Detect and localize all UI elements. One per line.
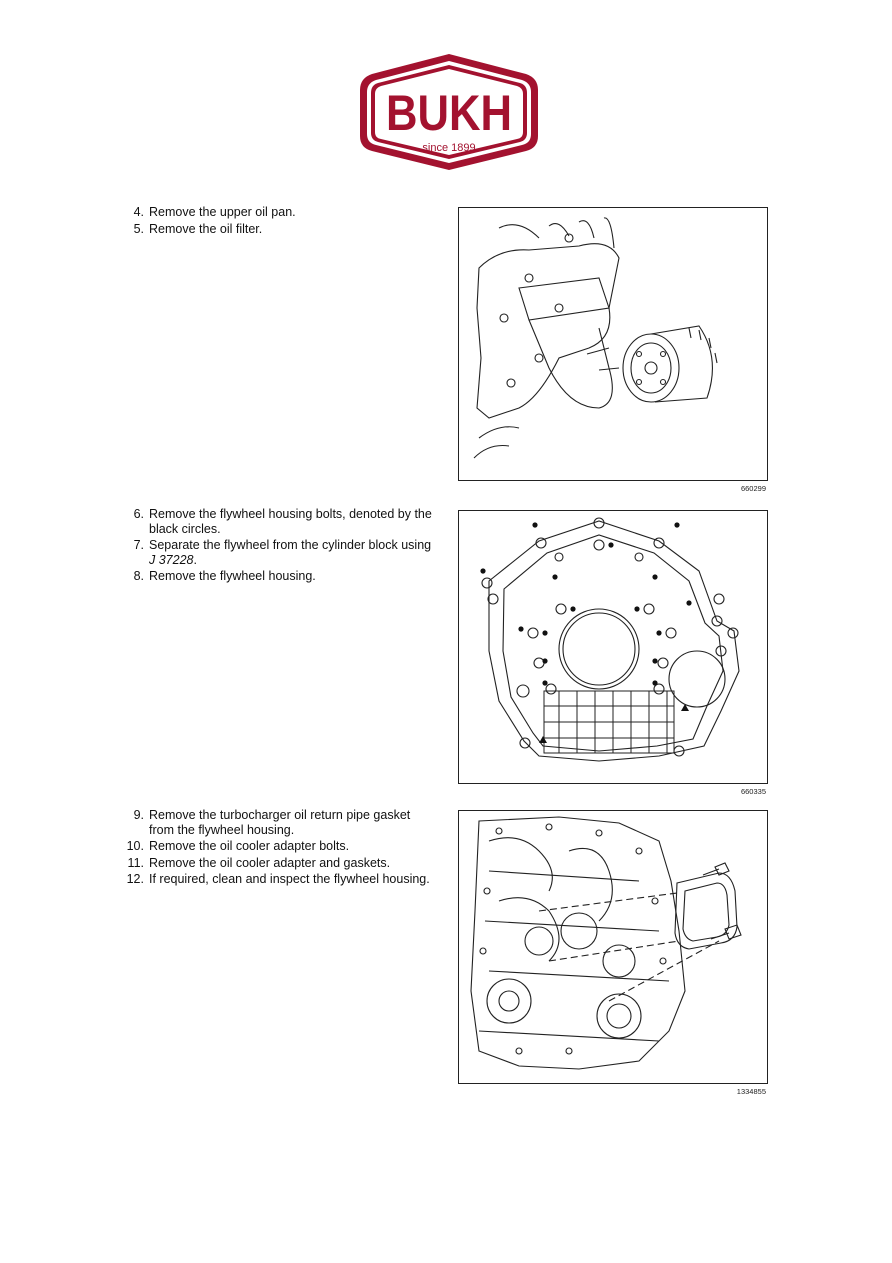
step-item: 7.Separate the flywheel from the cylinde… (133, 538, 432, 567)
tool-reference: J 37228 (149, 552, 194, 567)
figure-number: 660335 (740, 787, 766, 796)
step-item: 6.Remove the flywheel housing bolts, den… (133, 507, 432, 536)
figure-number: 660299 (740, 484, 766, 493)
steps-section-1: 4.Remove the upper oil pan. 5.Remove the… (118, 205, 438, 238)
bukh-logo: BUKH since 1899 (358, 52, 540, 172)
figure-oil-filter (458, 207, 768, 481)
figure-number: 1334855 (736, 1087, 766, 1096)
step-item: 4.Remove the upper oil pan. (133, 205, 296, 219)
step-item: 5.Remove the oil filter. (133, 221, 263, 236)
step-item: 8.Remove the flywheel housing. (133, 569, 316, 583)
steps-section-3: 9.Remove the turbocharger oil return pip… (118, 808, 438, 889)
steps-section-2: 6.Remove the flywheel housing bolts, den… (118, 507, 438, 586)
figure-flywheel-housing (458, 510, 768, 784)
step-item: 11.Remove the oil cooler adapter and gas… (127, 855, 391, 870)
step-item: 9.Remove the turbocharger oil return pip… (133, 808, 411, 837)
logo-tagline: since 1899 (422, 142, 475, 154)
figure-oil-cooler-adapter (458, 810, 768, 1084)
step-item: 12.If required, clean and inspect the fl… (126, 872, 430, 886)
logo-brand: BUKH (386, 85, 512, 141)
step-item: 10.Remove the oil cooler adapter bolts. (126, 839, 350, 853)
